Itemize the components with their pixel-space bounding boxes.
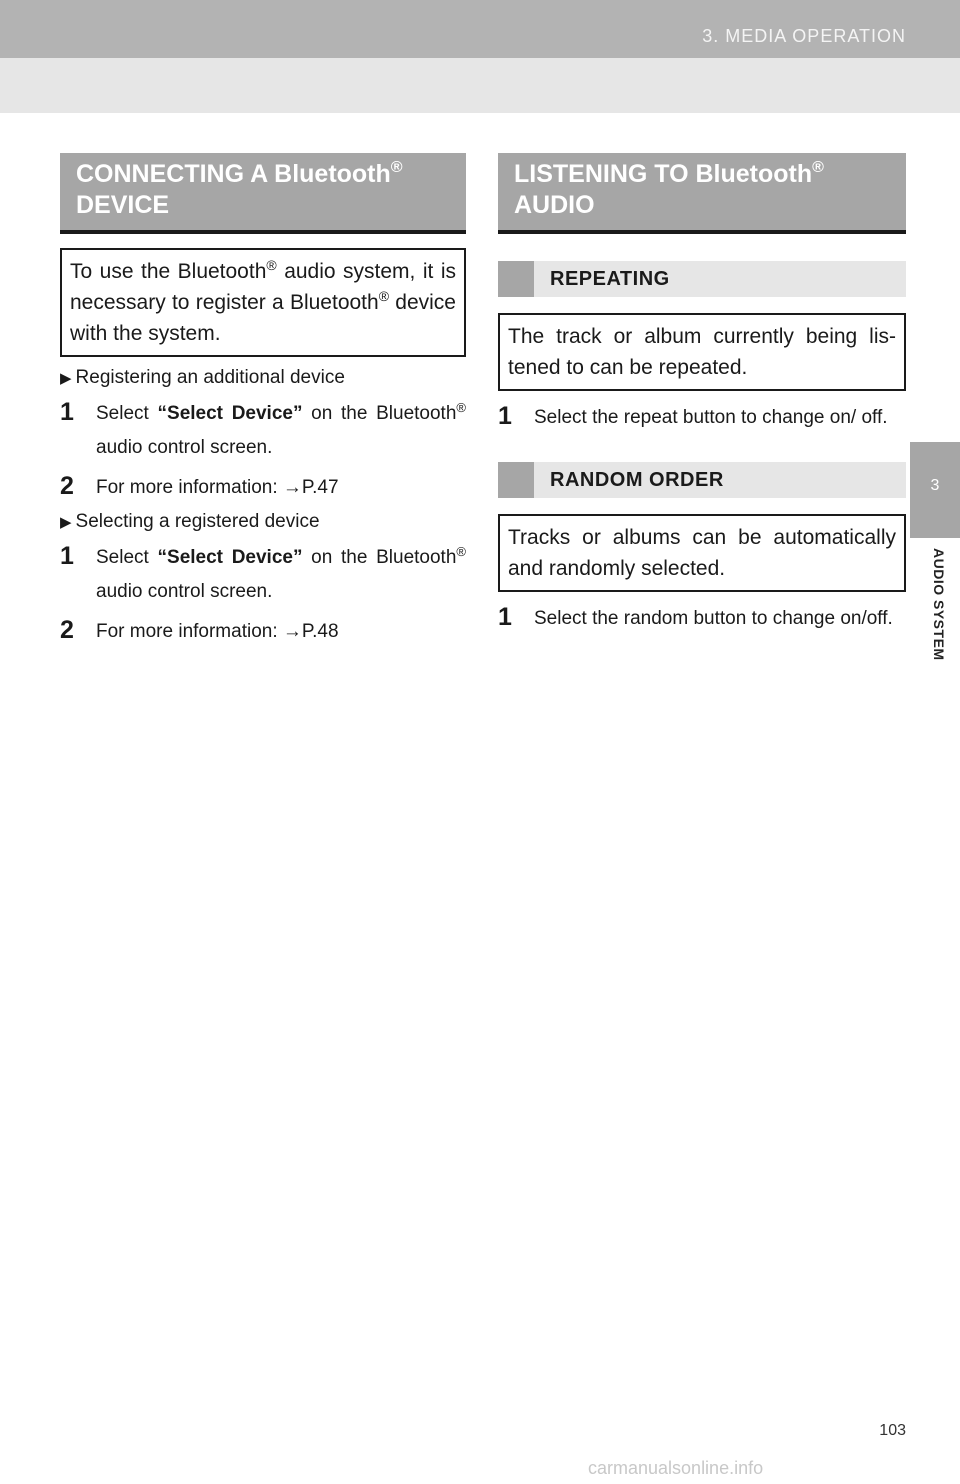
bullet-registering: ▶Registering an additional device: [60, 367, 466, 389]
right-column: LISTENING TO Bluetooth® AUDIO REPEATING …: [498, 153, 906, 636]
registered-mark: ®: [456, 544, 466, 559]
note-text: audio system, it is necessary to registe…: [70, 260, 456, 314]
note-text: The track or album currently being lis- …: [508, 325, 896, 379]
registered-mark: ®: [456, 400, 466, 415]
step-tail: audio control screen.: [96, 581, 273, 602]
step-number: 1: [60, 542, 74, 570]
step-item: 1 Select the repeat button to change on/…: [498, 401, 906, 435]
step-tail: audio control screen.: [96, 437, 273, 458]
note-text: To use the Bluetooth: [70, 260, 267, 283]
heading-text: CONNECTING A Bluetooth: [76, 160, 391, 188]
note-text: device with the system.: [70, 291, 456, 345]
section-title: 3. MEDIA OPERATION: [702, 26, 906, 46]
step-number: 1: [498, 603, 512, 631]
connecting-heading: CONNECTING A Bluetooth® DEVICE: [60, 153, 466, 234]
registered-mark: ®: [266, 257, 277, 273]
step-number: 2: [60, 472, 74, 500]
triangle-bullet-icon: ▶: [60, 370, 72, 387]
step-item: 1 Select “Select Device” on the Bluetoot…: [60, 397, 466, 465]
triangle-bullet-icon: ▶: [60, 514, 72, 531]
bullet-text: Registering an additional device: [75, 367, 345, 388]
heading-text: LISTENING TO Bluetooth: [514, 160, 813, 188]
note-text: Tracks or albums can be automatically an…: [508, 526, 896, 580]
step-text: For more information: →P.47: [96, 477, 339, 498]
random-order-note-box: Tracks or albums can be automatically an…: [498, 514, 906, 592]
step-number: 2: [60, 616, 74, 644]
random-order-subheading: RANDOM ORDER: [498, 462, 906, 498]
step-text: Select the random button to change on/of…: [534, 608, 893, 629]
header-bar: [0, 0, 960, 58]
step-number: 1: [498, 402, 512, 430]
repeating-note-box: The track or album currently being lis- …: [498, 313, 906, 391]
heading-text-line2: AUDIO: [514, 191, 595, 219]
intro-note-box: To use the Bluetooth® audio system, it i…: [60, 248, 466, 357]
step-item: 2 For more information: →P.48: [60, 615, 466, 649]
listening-heading: LISTENING TO Bluetooth® AUDIO: [498, 153, 906, 234]
step-item: 1 Select the random button to change on/…: [498, 602, 906, 636]
repeating-subheading: REPEATING: [498, 261, 906, 297]
heading-text-line2: DEVICE: [76, 191, 170, 219]
chapter-tab-number: 3: [910, 442, 960, 538]
bullet-text: Selecting a registered device: [75, 511, 320, 532]
subheading-label: RANDOM ORDER: [550, 468, 724, 491]
subheading-marker: [498, 261, 534, 297]
step-number: 1: [60, 398, 74, 426]
registered-mark: ®: [812, 159, 824, 176]
step-pre: Select: [96, 403, 158, 424]
step-post: on the Bluetooth: [302, 403, 457, 424]
step-post: on the Bluetooth: [302, 547, 457, 568]
step-text: Select the repeat button to change on/ o…: [534, 407, 888, 428]
registered-mark: ®: [390, 159, 403, 176]
left-column: CONNECTING A Bluetooth® DEVICE To use th…: [60, 153, 466, 649]
step-pre: Select: [96, 547, 158, 568]
step-item: 1 Select “Select Device” on the Bluetoot…: [60, 541, 466, 609]
registered-mark: ®: [378, 288, 390, 304]
step-text: Select “Select Device” on the Bluetooth®…: [96, 397, 466, 465]
watermark: carmanualsonline.info: [588, 1458, 764, 1478]
select-device-label: “Select Device”: [157, 403, 303, 424]
step-text: For more information: →P.48: [96, 621, 339, 642]
chapter-tab-label: AUDIO SYSTEM: [931, 548, 947, 661]
page-number: 103: [879, 1422, 906, 1439]
header-subbar: [0, 58, 960, 113]
select-device-label: “Select Device”: [157, 547, 303, 568]
subheading-label: REPEATING: [550, 267, 670, 290]
step-text: Select “Select Device” on the Bluetooth®…: [96, 541, 466, 609]
step-item: 2 For more information: →P.47: [60, 471, 466, 505]
subheading-marker: [498, 462, 534, 498]
bullet-selecting: ▶Selecting a registered device: [60, 511, 466, 533]
